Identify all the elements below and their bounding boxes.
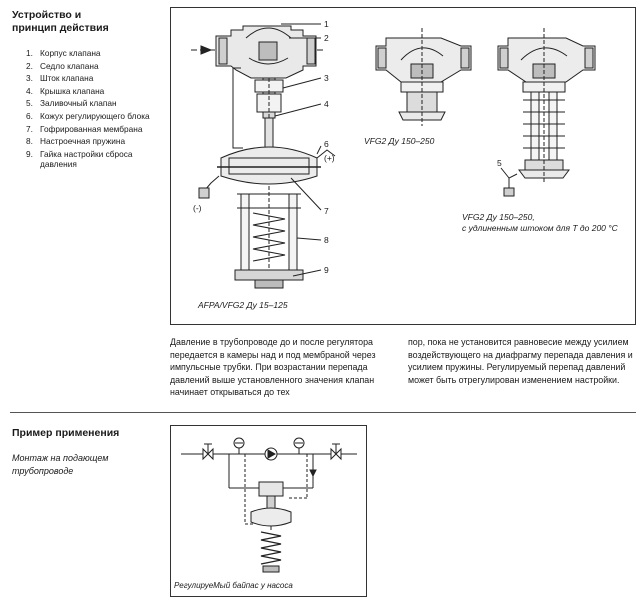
part-number: 9. bbox=[26, 148, 33, 159]
valve-cross-section-drawing: 1 2 3 4 6 7 8 9 5 (+) (-) bbox=[191, 19, 596, 289]
callout-8: 8 bbox=[324, 235, 329, 245]
caption-afpa: AFPA/VFG2 Ду 15–125 bbox=[198, 300, 288, 310]
part-number: 5. bbox=[26, 98, 33, 109]
part-label: Гофрированная мембрана bbox=[40, 123, 143, 134]
plus-label: (+) bbox=[324, 153, 335, 163]
callout-5: 5 bbox=[497, 158, 502, 168]
figure-frame-device: 1 2 3 4 6 7 8 9 5 (+) (-) bbox=[170, 7, 636, 325]
part-number: 1. bbox=[26, 48, 33, 58]
part-item: 8. Настроечная пружина bbox=[26, 136, 166, 146]
parts-list: 1. Корпус клапана 2. Седло клапана 3. Шток кл… bbox=[26, 48, 166, 171]
description-col-2: пор, пока не установится равновесие межд… bbox=[408, 337, 633, 385]
application-caption: РегулируеМый байпас у насоса bbox=[174, 581, 293, 590]
description-col-1: Давление в трубопроводе до и после регул… bbox=[170, 337, 376, 397]
part-label: Кожух регулирующего блока bbox=[40, 110, 150, 121]
minus-label: (-) bbox=[193, 203, 202, 213]
part-label: Гайка настройки сброса давления bbox=[40, 148, 133, 169]
part-label: Заливочный клапан bbox=[40, 98, 117, 109]
caption-vfg-long: VFG2 Ду 150–250, с удлиненным штоком для… bbox=[462, 212, 618, 233]
part-item: 3. Шток клапана bbox=[26, 73, 166, 83]
part-label: Корпус клапана bbox=[40, 48, 101, 58]
part-label: Седло клапана bbox=[40, 60, 99, 71]
part-number: 8. bbox=[26, 136, 33, 147]
part-number: 2. bbox=[26, 60, 33, 71]
section-title-application: Пример применения bbox=[12, 427, 120, 439]
application-subtitle: Монтаж на подающем трубопроводе bbox=[12, 453, 109, 476]
part-number: 7. bbox=[26, 123, 33, 134]
part-number: 4. bbox=[26, 85, 33, 96]
part-item: 6. Кожух регулирующего блока bbox=[26, 111, 166, 121]
part-label: Настроечная пружина bbox=[40, 136, 126, 147]
figure-frame-application bbox=[170, 425, 367, 597]
part-label: Крышка клапана bbox=[40, 85, 105, 96]
bypass-scheme-drawing bbox=[181, 437, 357, 573]
part-item: 4. Крышка клапана bbox=[26, 86, 166, 96]
part-item: 7. Гофрированная мембрана bbox=[26, 124, 166, 134]
section-divider bbox=[10, 412, 636, 413]
callout-1: 1 bbox=[324, 19, 329, 29]
callout-6: 6 bbox=[324, 139, 329, 149]
part-item: 1. Корпус клапана bbox=[26, 48, 166, 58]
part-number: 3. bbox=[26, 73, 33, 84]
part-item: 9. Гайка настройки сброса давления bbox=[26, 149, 166, 169]
callout-9: 9 bbox=[324, 265, 329, 275]
part-item: 2. Седло клапана bbox=[26, 61, 166, 71]
part-item: 5. Заливочный клапан bbox=[26, 98, 166, 108]
part-number: 6. bbox=[26, 110, 33, 121]
section-title-device: Устройство и принцип действия bbox=[12, 9, 109, 34]
callout-2: 2 bbox=[324, 33, 329, 43]
part-label: Шток клапана bbox=[40, 73, 94, 84]
callout-3: 3 bbox=[324, 73, 329, 83]
callout-7: 7 bbox=[324, 206, 329, 216]
caption-vfg-small: VFG2 Ду 150–250 bbox=[364, 136, 435, 146]
callout-4: 4 bbox=[324, 99, 329, 109]
